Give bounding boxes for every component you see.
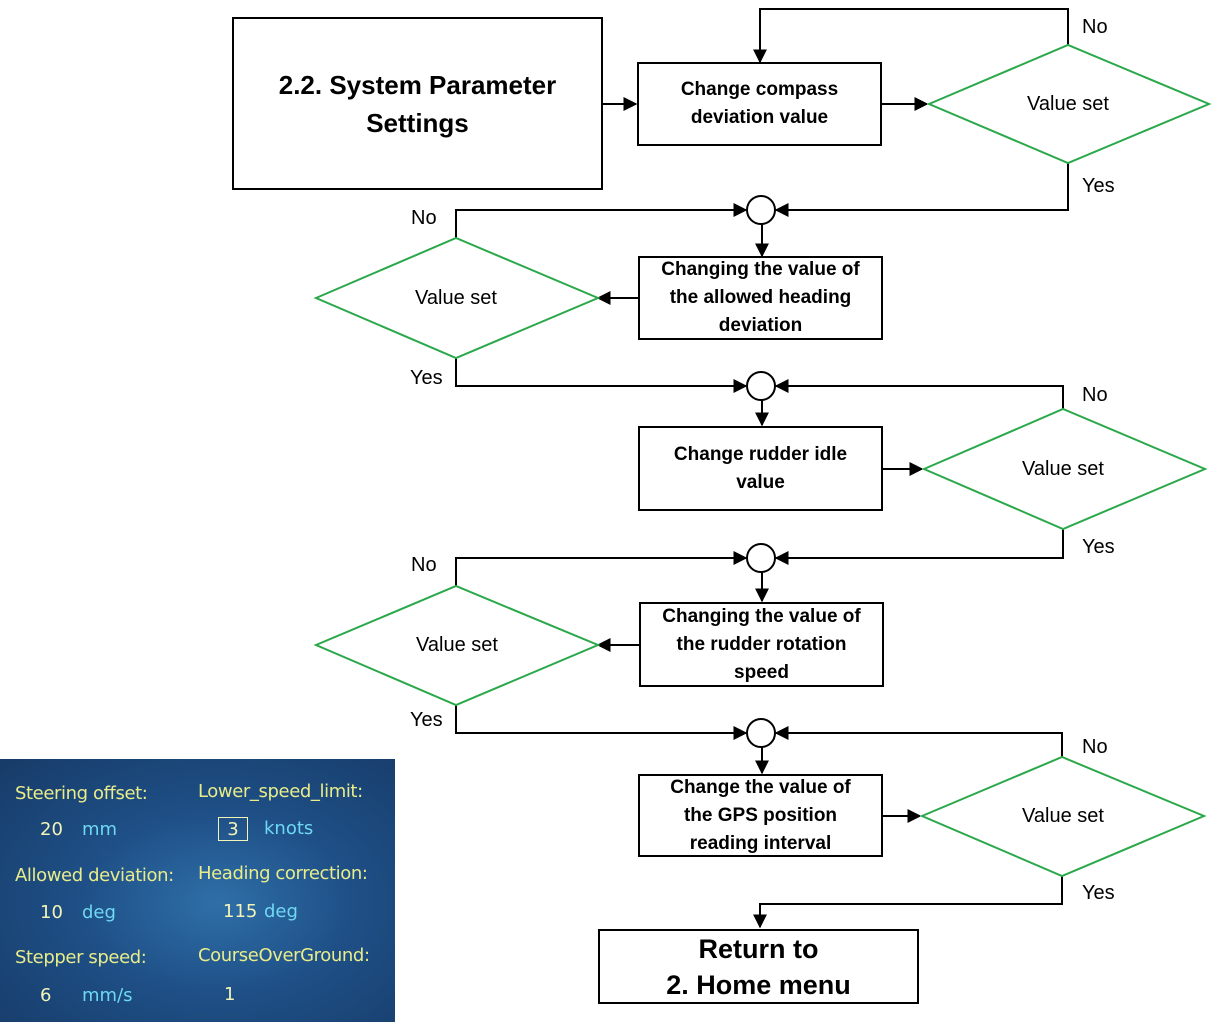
process-label: Changing the value of the allowed headin… [661, 259, 860, 336]
junction-circle [746, 195, 776, 225]
loop-decision1-no [753, 8, 1069, 64]
junction-circle [746, 718, 776, 748]
no-label: No [411, 554, 437, 576]
process-label: Change rudder idle value [673, 443, 848, 493]
process-box-heading-deviation: Changing the value of the allowed headin… [638, 256, 883, 340]
lcd-allowed-deviation-unit: deg [82, 902, 116, 923]
process-box-rudder-speed: Changing the value of the rudder rotatio… [639, 602, 884, 687]
lcd-steering-offset-value: 20 [40, 819, 63, 840]
lcd-lower-speed-limit-unit: knots [264, 818, 314, 839]
loop-decision5-no [774, 726, 1063, 757]
decision-label: Value set [1022, 458, 1104, 480]
lcd-stepper-speed-value: 6 [40, 985, 52, 1006]
yes-label: Yes [410, 709, 443, 731]
yes-label: Yes [1082, 175, 1115, 197]
arrow-decision2-yes [455, 358, 748, 393]
lcd-allowed-deviation-value: 10 [40, 902, 63, 923]
arrow-decision4-yes [455, 705, 748, 740]
no-label: No [411, 207, 437, 229]
yes-label: Yes [410, 367, 443, 389]
lcd-lower-speed-limit-number: 3 [227, 818, 239, 840]
decision-label: Value set [415, 287, 497, 309]
arrow-decision5-yes [753, 876, 1063, 929]
arrow-decision1-yes [774, 163, 1069, 217]
junction-circle [746, 371, 776, 401]
return-home-box: Return to 2. Home menu [598, 929, 919, 1004]
lcd-steering-offset-unit: mm [82, 819, 118, 840]
lcd-display-photo: Steering offset: 20 mm Lower_speed_limit… [0, 759, 395, 1022]
lcd-steering-offset-label: Steering offset: [15, 783, 148, 804]
lcd-allowed-deviation-label: Allowed deviation: [15, 865, 174, 886]
junction-circle [746, 543, 776, 573]
loop-decision4-no [455, 551, 748, 586]
lcd-stepper-speed-unit: mm/s [82, 985, 133, 1006]
lcd-stepper-speed-label: Stepper speed: [15, 947, 147, 968]
process-box-rudder-idle: Change rudder idle value [638, 426, 883, 511]
decision-diamond [313, 236, 601, 360]
return-home-label: Return to 2. Home menu [666, 933, 851, 1000]
lcd-lower-speed-limit-label: Lower_speed_limit: [198, 781, 363, 802]
arrow-decision3-yes [774, 529, 1064, 565]
lcd-heading-correction-label: Heading correction: [198, 863, 368, 884]
loop-decision3-no [774, 379, 1064, 409]
lcd-lower-speed-limit-value: 3 [218, 817, 248, 841]
process-box-compass-deviation: Change compass deviation value [637, 62, 882, 146]
loop-decision2-no [455, 203, 748, 238]
decision-diamond [921, 407, 1208, 531]
process-label: Change the value of the GPS position rea… [670, 776, 851, 854]
no-label: No [1082, 736, 1108, 758]
process-label: Changing the value of the rudder rotatio… [662, 605, 861, 683]
title-box: 2.2. System Parameter Settings [232, 17, 603, 190]
decision-label: Value set [1022, 805, 1104, 827]
decision-label: Value set [416, 634, 498, 656]
lcd-heading-correction-unit: deg [264, 901, 298, 922]
decision-label: Value set [1027, 93, 1109, 115]
title-box-label: 2.2. System Parameter Settings [278, 69, 557, 138]
no-label: No [1082, 384, 1108, 406]
process-label: Change compass deviation value [680, 79, 839, 128]
no-label: No [1082, 16, 1108, 38]
lcd-course-over-ground-label: CourseOverGround: [198, 945, 370, 966]
yes-label: Yes [1082, 882, 1115, 904]
decision-diamond [313, 584, 601, 707]
decision-diamond [926, 43, 1212, 165]
yes-label: Yes [1082, 536, 1115, 558]
lcd-heading-correction-value: 115 [223, 901, 258, 922]
process-box-gps-interval: Change the value of the GPS position rea… [638, 774, 883, 857]
lcd-course-over-ground-value: 1 [224, 984, 236, 1005]
decision-diamond [919, 755, 1207, 878]
